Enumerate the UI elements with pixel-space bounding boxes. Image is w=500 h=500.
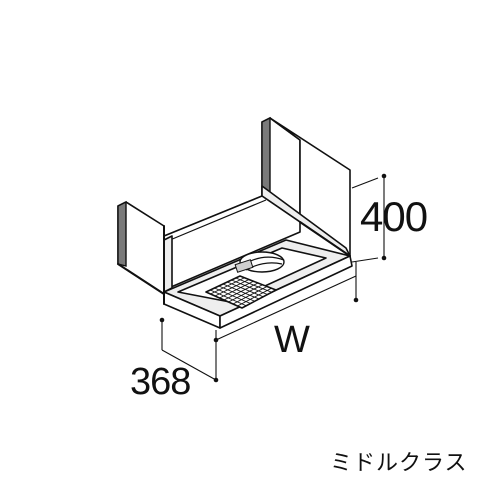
cabinet-body bbox=[117, 116, 353, 329]
height-dimension-line bbox=[351, 173, 387, 263]
fan-vent bbox=[234, 259, 254, 273]
left-bracket bbox=[163, 235, 173, 293]
depth-dimension-label: 368 bbox=[130, 361, 191, 403]
left-side-panel-edge bbox=[117, 200, 127, 267]
width-dimension-line bbox=[213, 262, 359, 380]
height-dimension-label: 400 bbox=[360, 193, 428, 240]
series-label: ミドルクラス bbox=[330, 450, 468, 475]
grease-filter bbox=[205, 275, 277, 309]
right-side-panel-edge bbox=[261, 116, 271, 197]
front-plate-right bbox=[219, 255, 353, 329]
depth-dimension-line bbox=[159, 317, 219, 383]
width-dimension-label: W bbox=[274, 319, 310, 361]
